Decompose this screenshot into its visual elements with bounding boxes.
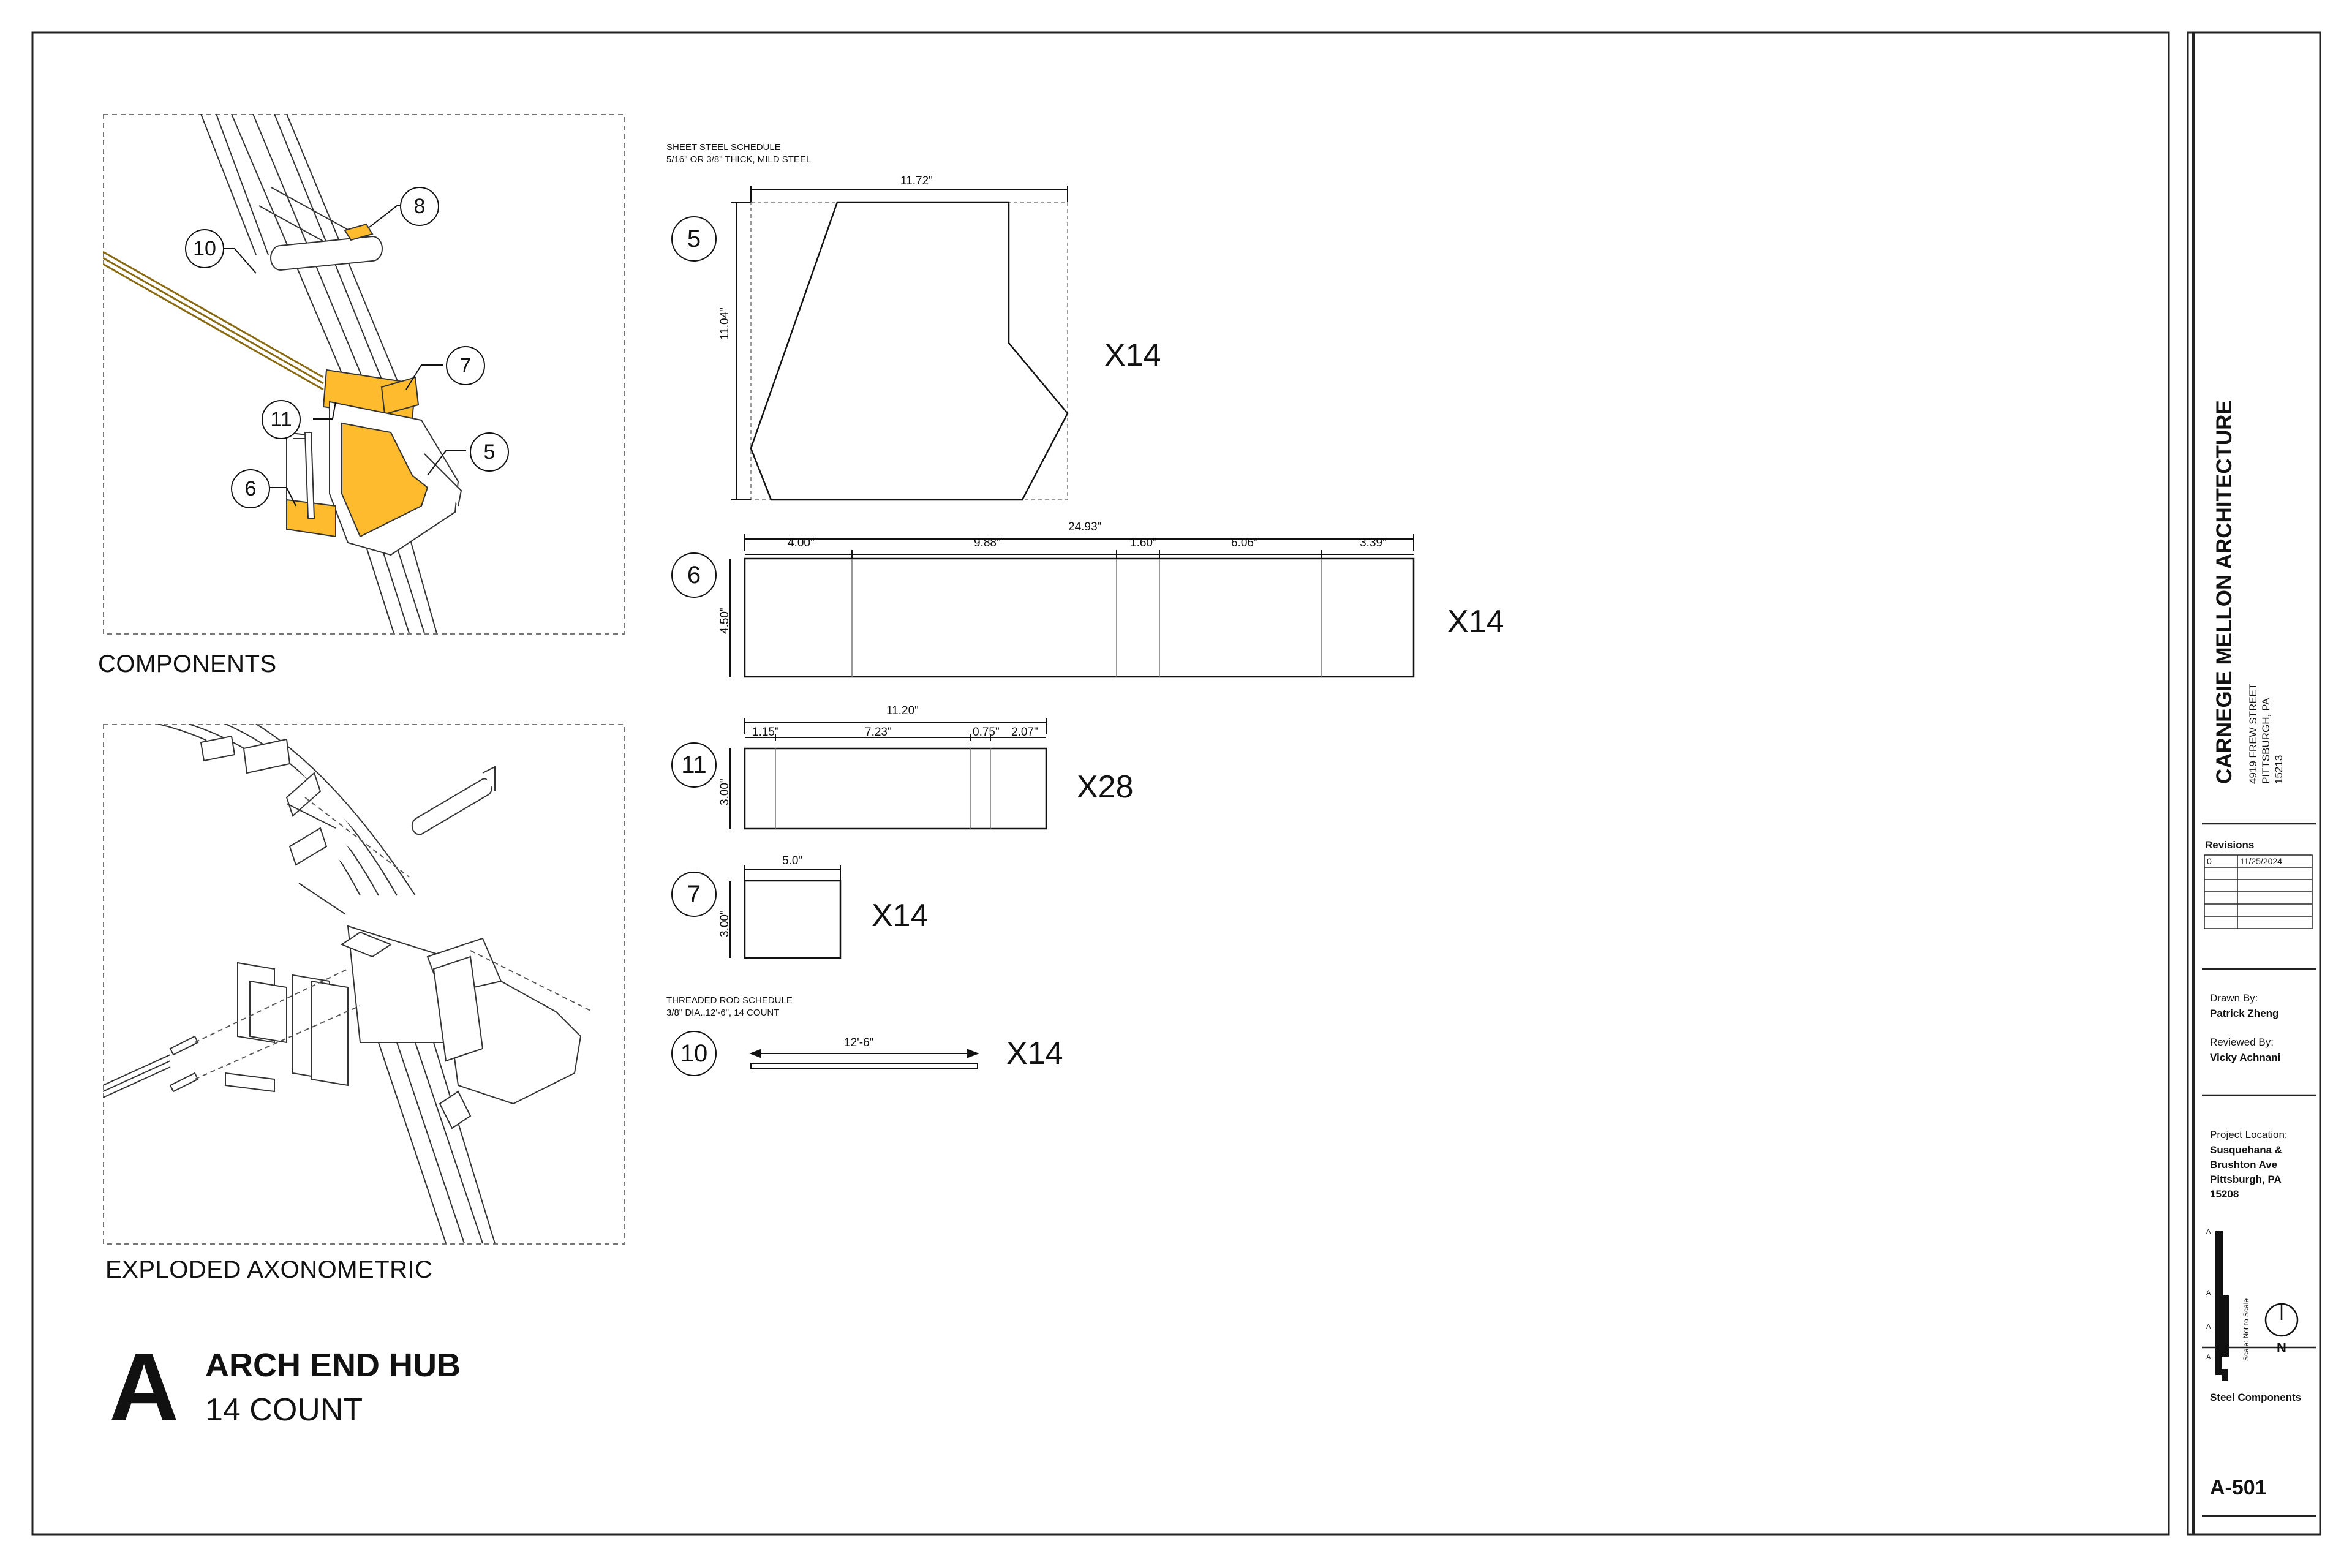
part-5-tag: 5 [671,216,717,262]
tag-7: 7 [446,346,485,385]
scale-tick-3: A [2206,1323,2211,1330]
sheet-number: A-501 [2210,1476,2267,1499]
part-5-drawing [731,186,1069,501]
tag-8: 8 [400,187,439,226]
north-arrow-icon [2267,1305,2299,1336]
part-6-seg-4: 6.06" [1231,537,1258,549]
detail-name: ARCH END HUB [205,1347,461,1384]
part-11-seg-1: 1.15" [752,726,779,739]
part-11-drawing [729,718,1047,830]
tag-5: 5 [470,432,509,472]
revisions-label: Revisions [2205,839,2255,851]
address-line-1: 4919 FREW STREET [2247,683,2259,784]
rod-schedule-title: THREADED ROD SCHEDULE [666,995,793,1006]
part-6-width: 24.93" [1068,521,1102,533]
part-11-width: 11.20" [886,704,919,717]
part-5-qty: X14 [1104,337,1161,373]
part-5-height: 11.04" [718,307,731,340]
part-6-seg-1: 4.00" [788,537,815,549]
part-6-height: 4.50" [718,607,731,634]
part-7-width: 5.0" [782,854,803,867]
revision-no: 0 [2207,856,2212,866]
part-11-tag: 11 [671,742,717,788]
detail-count: 14 COUNT [205,1392,363,1428]
scale-tick-4: A [2206,1354,2211,1361]
exploded-title: EXPLODED AXONOMETRIC [105,1256,433,1283]
part-5-width: 11.72" [900,175,933,187]
address-line-2: PITTSBURGH, PA [2260,698,2272,784]
drawn-by-label: Drawn By: [2210,992,2258,1004]
title-block-lines [2202,823,2316,1517]
location-line-4: 15208 [2210,1188,2239,1200]
firm-name: CARNEGIE MELLON ARCHITECTURE [2212,400,2236,784]
part-7-qty: X14 [872,898,929,933]
part-10-length: 12'-6" [844,1036,874,1049]
part-7-tag: 7 [671,872,717,917]
part-7-drawing [729,865,842,959]
tag-6: 6 [231,469,270,508]
part-10-qty: X14 [1006,1036,1063,1071]
part-11-seg-2: 7.23" [865,726,892,739]
revision-date: 11/25/2024 [2240,856,2283,866]
part-10-drawing [749,1049,979,1069]
location-line-3: Pittsburgh, PA [2210,1174,2282,1185]
project-location: Susquehana & Brushton Ave Pittsburgh, PA… [2210,1143,2282,1202]
north-label: N [2277,1340,2286,1355]
location-label: Project Location: [2210,1129,2288,1140]
part-6-seg-3: 1.60" [1130,537,1157,549]
part-10-tag: 10 [671,1031,717,1076]
rod-schedule-subtitle: 3/8" DIA.,12'-6", 14 COUNT [666,1008,780,1018]
components-view [103,114,625,635]
part-6-drawing [729,534,1415,678]
reviewed-by: Vicky Achnani [2210,1052,2281,1063]
sheet-steel-title: SHEET STEEL SCHEDULE [666,142,781,153]
exploded-view [103,724,625,1245]
drawn-by: Patrick Zheng [2210,1008,2279,1019]
part-6-seg-5: 3.39" [1360,537,1387,549]
tag-11: 11 [262,400,301,439]
location-line-2: Brushton Ave [2210,1159,2278,1170]
part-6-qty: X14 [1447,604,1504,639]
sheet-steel-subtitle: 5/16" OR 3/8" THICK, MILD STEEL [666,154,812,165]
scale-tick-1: A [2206,1228,2211,1235]
address-line-3: 15213 [2273,755,2285,784]
components-title: COMPONENTS [98,650,277,677]
scale-tick-2: A [2206,1289,2211,1297]
location-line-1: Susquehana & [2210,1144,2283,1156]
sheet-name: Steel Components [2210,1392,2302,1403]
part-6-tag: 6 [671,552,717,598]
detail-letter: A [109,1333,179,1441]
tag-10: 10 [185,229,224,268]
part-11-height: 3.00" [718,778,731,805]
part-11-seg-3: 0.75" [973,726,1000,739]
part-6-seg-2: 9.88" [974,537,1001,549]
part-11-seg-4: 2.07" [1011,726,1038,739]
scale-note: Scale: Not to Scale [2242,1298,2250,1361]
part-11-qty: X28 [1077,769,1134,805]
firm-address: 4919 FREW STREET PITTSBURGH, PA 15213 [2247,684,2285,784]
part-7-height: 3.00" [718,910,731,937]
reviewed-by-label: Reviewed By: [2210,1036,2274,1048]
